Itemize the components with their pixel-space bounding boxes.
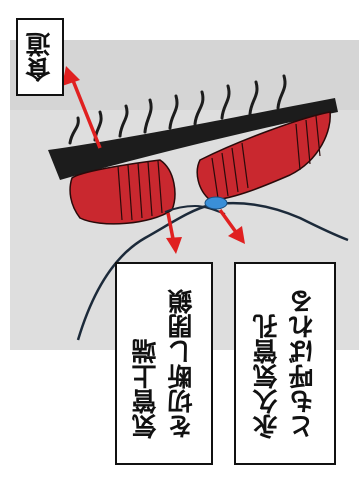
- arrow-stoma: [218, 208, 240, 237]
- trachea-label-line2: を切断し閉鎖: [167, 288, 196, 439]
- left-tissue-stripes: [117, 160, 163, 221]
- right-tissue-stripes: [211, 115, 321, 199]
- trachea-label: 気管上端 を切断し閉鎖: [128, 289, 200, 439]
- arrows: [62, 66, 245, 254]
- arrow-trachea-head: [166, 237, 182, 254]
- trachea-label-line1: 気管上端: [131, 338, 160, 439]
- stoma-label-line1: 永久気管孔: [252, 313, 281, 439]
- arrow-stoma-head: [228, 226, 245, 244]
- stoma-label-box: 永久気管孔 とも呼ばれる: [234, 262, 336, 465]
- trachea-outline: [164, 204, 226, 215]
- arrow-esophagus: [70, 77, 102, 149]
- stoma-label-line2: とも呼ばれる: [288, 288, 317, 439]
- esophagus-label: 食道: [25, 32, 54, 82]
- stoma-label: 永久気管孔 とも呼ばれる: [249, 289, 321, 439]
- stoma-marker: [204, 196, 228, 210]
- arrow-esophagus-head: [62, 66, 80, 86]
- esophagus-label-box: 食道: [16, 18, 64, 96]
- esophagus-wall: [48, 98, 338, 180]
- esophagus-folds: [68, 74, 287, 145]
- trachea-label-box: 気管上端 を切断し閉鎖: [115, 262, 213, 465]
